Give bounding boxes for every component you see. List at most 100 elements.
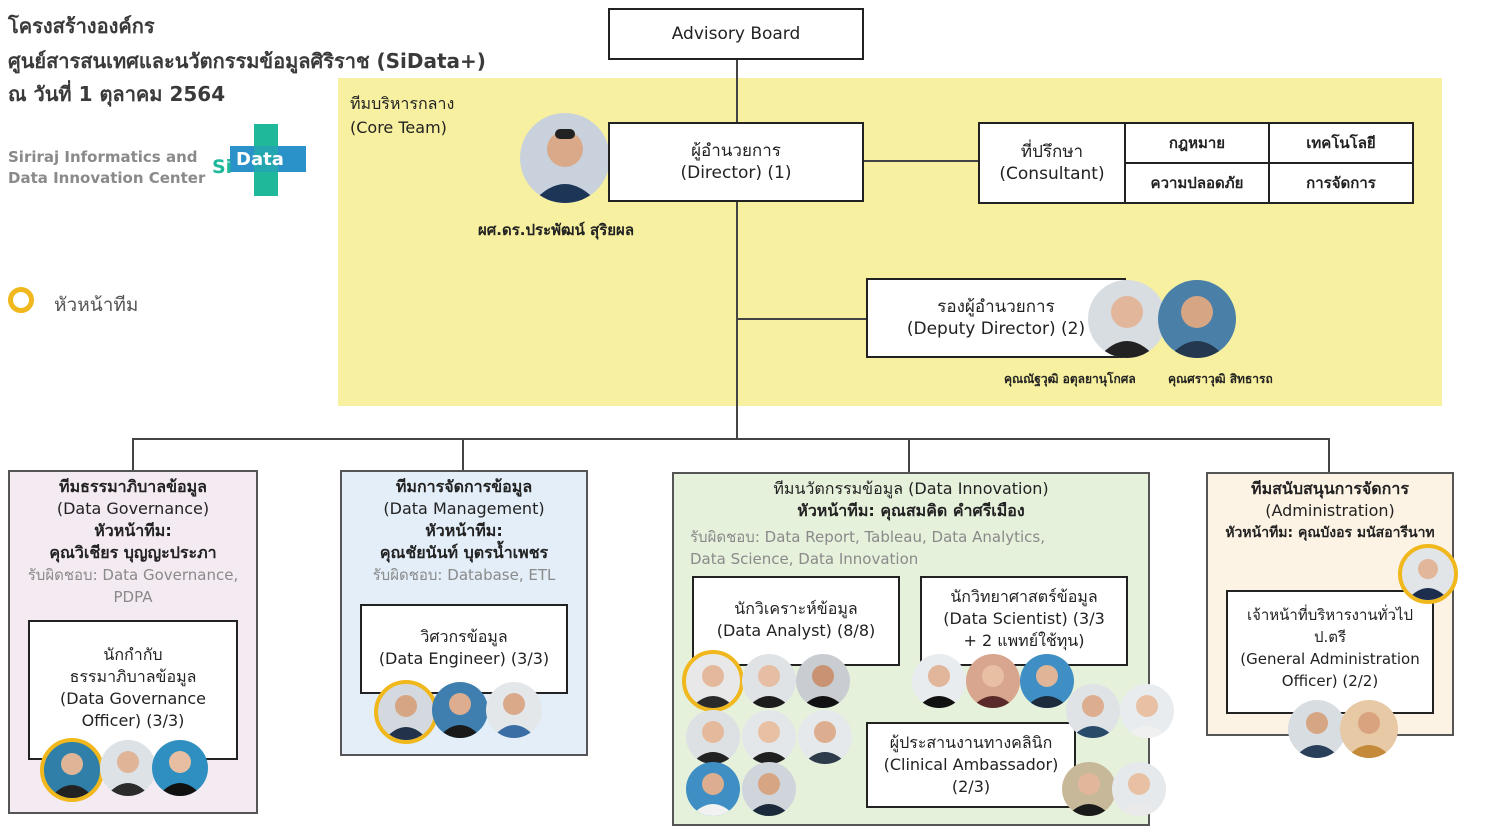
clinical-ambassador-box: ผู้ประสานงานทางคลินิก (Clinical Ambassad… xyxy=(866,722,1076,808)
consultant-cell-law: กฎหมาย xyxy=(1124,122,1270,164)
clinical-photo-2 xyxy=(1112,762,1166,816)
governance-resp-line1: Data Governance, xyxy=(102,566,239,584)
governance-role-line2: ธรรมาภิบาลข้อมูล xyxy=(69,667,197,686)
consultant-title-en: (Consultant) xyxy=(999,164,1105,184)
innovation-team-header: ทีมนวัตกรรมข้อมูล (Data Innovation) หัวห… xyxy=(672,478,1150,522)
analyst-role-th: นักวิเคราะห์ข้อมูล xyxy=(734,599,858,618)
deputy-director-box: รองผู้อำนวยการ (Deputy Director) (2) xyxy=(866,278,1126,358)
scientist-role-line2: (Data Scientist) (3/3 xyxy=(943,609,1105,628)
governance-team-header: ทีมธรรมาภิบาลข้อมูล (Data Governance) หั… xyxy=(8,476,258,608)
scientist-photo-3 xyxy=(1020,654,1074,708)
governance-officer-box: นักกำกับ ธรรมาภิบาลข้อมูล (Data Governan… xyxy=(28,620,238,760)
management-member-photo-3 xyxy=(486,682,542,738)
data-scientist-box: นักวิทยาศาสตร์ข้อมูล (Data Scientist) (3… xyxy=(920,576,1128,666)
scientist-role-line3: + 2 แพทย์ใช้ทุน) xyxy=(963,631,1085,650)
data-engineer-box: วิศวกรข้อมูล (Data Engineer) (3/3) xyxy=(360,604,568,694)
clinical-role-count: (2/3) xyxy=(951,777,991,796)
management-resp: Database, ETL xyxy=(447,566,556,584)
scientist-photo-1 xyxy=(912,654,966,708)
scientist-photo-2 xyxy=(966,654,1020,708)
drop-innovation xyxy=(908,438,910,474)
director-title-en: (Director) (1) xyxy=(680,163,792,183)
analyst-photo-7 xyxy=(686,762,740,816)
analyst-photo-8 xyxy=(742,762,796,816)
governance-lead-label: หัวหน้าทีม: xyxy=(94,521,172,540)
advisory-board-label: Advisory Board xyxy=(671,24,801,44)
governance-resp-line2: PDPA xyxy=(113,588,153,606)
analyst-photo-5 xyxy=(742,710,796,764)
advisory-board-box: Advisory Board xyxy=(608,8,864,60)
admin-title-th: ทีมสนับสนุนการจัดการ xyxy=(1251,479,1409,498)
analyst-photo-6 xyxy=(798,710,852,764)
analyst-photo-3 xyxy=(796,654,850,708)
governance-title-th: ทีมธรรมาภิบาลข้อมูล xyxy=(59,477,207,496)
core-team-label-en: (Core Team) xyxy=(350,118,447,137)
deputy-photo-2 xyxy=(1158,280,1236,358)
drop-management xyxy=(462,438,464,472)
scientist-role-th: นักวิทยาศาสตร์ข้อมูล xyxy=(950,587,1098,606)
general-admin-box: เจ้าหน้าที่บริหารงานทั่วไป ป.ตรี (Genera… xyxy=(1226,590,1434,714)
governance-member-photo-2 xyxy=(100,740,156,796)
admin-role-line2: ป.ตรี xyxy=(1313,628,1347,646)
admin-role-line1: เจ้าหน้าที่บริหารงานทั่วไป xyxy=(1246,606,1414,624)
drop-governance xyxy=(132,438,134,472)
consultant-cell-security: ความปลอดภัย xyxy=(1124,162,1270,204)
governance-title-en: (Data Governance) xyxy=(56,499,210,518)
team-bus-line xyxy=(132,438,1330,440)
management-lead-label: หัวหน้าทีม: xyxy=(425,521,503,540)
deputy-title-en: (Deputy Director) (2) xyxy=(906,319,1086,339)
deputy-photo-1 xyxy=(1088,280,1166,358)
director-box: ผู้อำนวยการ (Director) (1) xyxy=(608,122,864,202)
admin-role-line4: Officer) (2/2) xyxy=(1281,672,1379,690)
as-of-date: ณ วันที่ 1 ตุลาคม 2564 xyxy=(8,82,226,106)
admin-member-photo-2 xyxy=(1340,700,1398,758)
innovation-resp-prefix: รับผิดชอบ: xyxy=(690,528,760,546)
management-title-en: (Data Management) xyxy=(383,499,545,518)
management-member-photo-2 xyxy=(432,682,488,738)
consultant-box: ที่ปรึกษา (Consultant) xyxy=(978,122,1126,204)
consultant-connector xyxy=(864,160,980,162)
innovation-responsibility: รับผิดชอบ: Data Report, Tableau, Data An… xyxy=(690,526,1045,570)
innovation-resp-line1: Data Report, Tableau, Data Analytics, xyxy=(764,528,1045,546)
engineer-role-th: วิศวกรข้อมูล xyxy=(420,627,508,646)
logo-text-line2: Data Innovation Center xyxy=(8,169,206,187)
analyst-photo-4 xyxy=(686,710,740,764)
deputy-title-th: รองผู้อำนวยการ xyxy=(937,297,1055,317)
legend-label: หัวหน้าทีม xyxy=(54,294,139,316)
consultant-title-th: ที่ปรึกษา xyxy=(1020,142,1084,162)
analyst-photo-2 xyxy=(742,654,796,708)
drop-admin xyxy=(1328,438,1330,474)
governance-role-line3: (Data Governance xyxy=(59,689,207,708)
governance-lead-photo xyxy=(40,738,104,802)
physician-photo-2 xyxy=(1120,684,1174,738)
deputy-name-1: คุณณัฐวุฒิ อตุลยานุโกศล xyxy=(1004,372,1136,386)
consultant-cell-management: การจัดการ xyxy=(1268,162,1414,204)
org-chart-title: โครงสร้างองค์กร xyxy=(8,14,155,38)
director-name: ผศ.ดร.ประพัฒน์ สุริยผล xyxy=(478,221,635,239)
admin-member-photo-1 xyxy=(1288,700,1346,758)
governance-member-photo-3 xyxy=(152,740,208,796)
innovation-resp-line2: Data Science, Data Innovation xyxy=(690,550,919,568)
clinical-role-en: (Clinical Ambassador) xyxy=(883,755,1059,774)
admin-lead-photo xyxy=(1398,544,1458,604)
logo-mark-si: Si xyxy=(212,156,233,178)
governance-lead-name: คุณวิเชียร บุญญะประภา xyxy=(49,543,217,562)
admin-role-line3: (General Administration xyxy=(1240,650,1420,668)
director-photo xyxy=(520,113,610,203)
director-title-th: ผู้อำนวยการ xyxy=(691,141,781,161)
plus-cross-icon xyxy=(230,124,306,196)
clinical-photo-1 xyxy=(1062,762,1116,816)
deputy-connector xyxy=(736,318,866,320)
deputy-name-2: คุณศราวุฒิ สิทธารถ xyxy=(1168,372,1273,386)
management-lead-photo xyxy=(374,680,438,744)
data-analyst-box: นักวิเคราะห์ข้อมูล (Data Analyst) (8/8) xyxy=(692,576,900,666)
governance-role-line4: Officer) (3/3) xyxy=(81,711,185,730)
core-team-label-th: ทีมบริหารกลาง xyxy=(350,94,455,113)
logo-mark-data: Data xyxy=(236,149,284,170)
analyst-role-en: (Data Analyst) (8/8) xyxy=(716,621,876,640)
innovation-lead: หัวหน้าทีม: คุณสมคิด คำศรีเมือง xyxy=(797,501,1025,520)
admin-lead: หัวหน้าทีม: คุณบังอร มนัสอารีนาท xyxy=(1225,525,1435,541)
main-trunk-line xyxy=(736,60,738,440)
core-team-label: ทีมบริหารกลาง (Core Team) xyxy=(350,92,454,140)
management-resp-prefix: รับผิดชอบ: xyxy=(372,566,443,584)
